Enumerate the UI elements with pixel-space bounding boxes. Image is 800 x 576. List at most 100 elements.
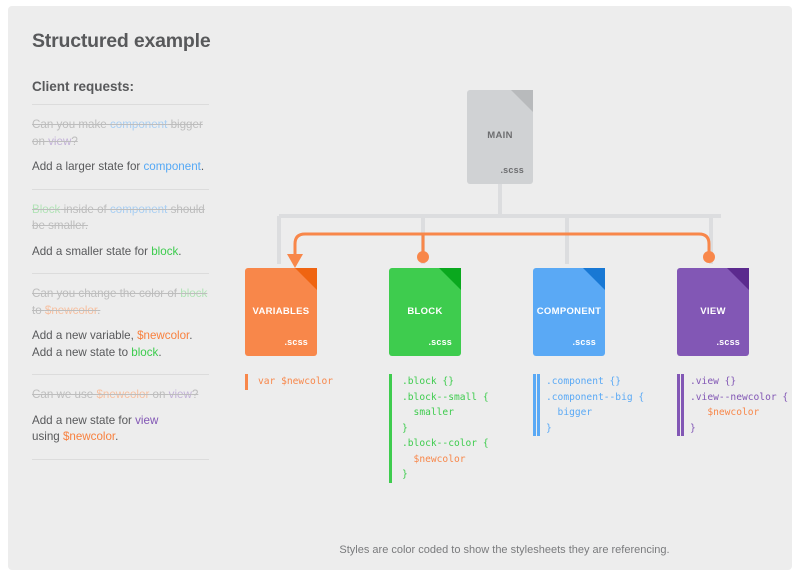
file-extension: .scss [572, 337, 596, 347]
reference-bar-component [537, 374, 540, 436]
file-node-component[interactable]: COMPONENT .scss [533, 268, 605, 356]
divider [32, 273, 209, 274]
keyword-var: $newcolor [44, 303, 98, 317]
keyword-component: component [143, 160, 201, 173]
request-resolution-text: Add a smaller state for block. [32, 244, 217, 261]
client-request-list: Can you make component bigger on view? Ad… [32, 105, 217, 460]
request-resolution-text: Add a larger state for component. [32, 159, 217, 176]
sidebar: Structured example Client requests: Can … [32, 30, 217, 460]
code-text: .block {} [402, 376, 454, 387]
client-request-item: Can you change the color of block to $ne… [32, 274, 217, 374]
request-resolution-text: Add a new variable, $newcolor.Add a new … [32, 328, 217, 361]
code-text: .view--newcolor { [690, 391, 789, 403]
keyword-var: $newcolor [96, 388, 150, 401]
code-snippet-component: .component {} .component--big { bigger } [533, 374, 644, 436]
text-run: Add a new state to [32, 345, 132, 359]
client-request-item: Block inside of component should be smal… [32, 190, 217, 274]
file-node-view[interactable]: VIEW .scss [677, 268, 749, 356]
code-snippet-view: .view {} .view--newcolor { $newcolor } [677, 374, 788, 436]
orange-arrowhead [287, 254, 303, 268]
keyword-view: view [135, 413, 159, 427]
code-text: } [546, 422, 552, 434]
divider [32, 188, 209, 190]
file-name: BLOCK [407, 306, 443, 317]
code-text: } [402, 469, 408, 480]
code-text: .component {} [546, 376, 622, 387]
code-text: .component--big { [546, 391, 645, 403]
text-run: . [158, 345, 162, 359]
file-node-variables[interactable]: VARIABLES .scss [245, 268, 317, 356]
request-original-text: Can you make component bigger on view? [32, 117, 217, 150]
connector-lines [277, 178, 721, 268]
file-fold-icon [295, 268, 317, 290]
reference-bar-view [681, 374, 684, 436]
file-node-main[interactable]: MAIN .scss [467, 90, 533, 184]
text-run: Can you make [32, 118, 110, 131]
file-fold-icon [439, 268, 461, 290]
diagram-canvas: Structured example Client requests: Can … [8, 6, 792, 570]
keyword-view: view [48, 134, 72, 148]
text-run: to [32, 303, 45, 317]
text-run: Add a larger state for [32, 160, 144, 173]
divider [32, 104, 209, 105]
code-variable-reference: $newcolor [690, 407, 760, 418]
text-run: Add a new variable, [32, 329, 138, 342]
request-original-text: Block inside of component should be smal… [32, 202, 217, 235]
keyword-component: component [109, 202, 168, 216]
text-run: . [200, 160, 205, 173]
client-request-item: Can you make component bigger on view? Ad… [32, 105, 217, 189]
text-run: Add a new state for [32, 413, 136, 427]
code-text: .view {} [690, 376, 737, 387]
code-text: var $newcolor [258, 376, 334, 387]
section-title: Client requests: [32, 79, 135, 94]
orange-dot-view [703, 251, 715, 263]
file-fold-icon [583, 268, 605, 290]
stylesheet-diagram: MAIN .scss VARIABLES .scss BLOCK .scss C… [217, 6, 792, 570]
code-snippet-block: .block {} .block--small { smaller } .blo… [389, 374, 489, 483]
page-title: Structured example [32, 30, 211, 52]
text-run: Can we use [32, 388, 97, 401]
file-name: MAIN [487, 130, 513, 141]
keyword-component: component [109, 118, 168, 131]
code-text: } [402, 422, 408, 434]
file-extension: .scss [716, 337, 740, 347]
keyword-view: view [168, 388, 192, 401]
file-name: COMPONENT [536, 306, 602, 317]
request-original-text: Can we use $newcolor on view? [32, 387, 217, 404]
code-snippet-variables: var $newcolor [245, 374, 333, 390]
text-run: bigger on [32, 118, 203, 148]
file-node-block[interactable]: BLOCK .scss [389, 268, 461, 356]
file-fold-icon [511, 90, 533, 112]
text-run: inside of [60, 202, 110, 216]
text-run: ? [71, 134, 78, 148]
text-run: . [178, 244, 182, 258]
text-run: Can you change the color of [32, 287, 181, 300]
keyword-block: block [151, 244, 179, 258]
code-text: bigger [546, 407, 593, 418]
code-text: smaller [402, 407, 454, 418]
text-run: ? [191, 388, 199, 401]
code-text: .block--color { [402, 438, 489, 449]
keyword-var: $newcolor [62, 430, 116, 443]
text-run: should be smaller. [32, 202, 205, 233]
keyword-block: block [180, 287, 208, 300]
text-run: Add a smaller state for [32, 244, 152, 258]
orange-reference-path [293, 232, 711, 255]
divider [32, 374, 209, 375]
orange-dot-block [417, 251, 429, 263]
text-run: . [97, 303, 101, 317]
code-variable-reference: $newcolor [402, 453, 466, 465]
file-extension: .scss [428, 337, 452, 347]
file-fold-icon [727, 268, 749, 290]
keyword-block: Block [32, 202, 61, 216]
file-name: VARIABLES [252, 306, 310, 317]
divider [32, 458, 209, 460]
caption: Styles are color coded to show the style… [339, 544, 670, 556]
file-extension: .scss [284, 337, 308, 347]
code-text: } [690, 422, 696, 434]
code-text: .block--small { [402, 391, 489, 403]
client-request-item: Can we use $newcolor on view? Add a new s… [32, 375, 217, 459]
text-run: on [149, 388, 169, 401]
text-run: . [189, 329, 193, 342]
